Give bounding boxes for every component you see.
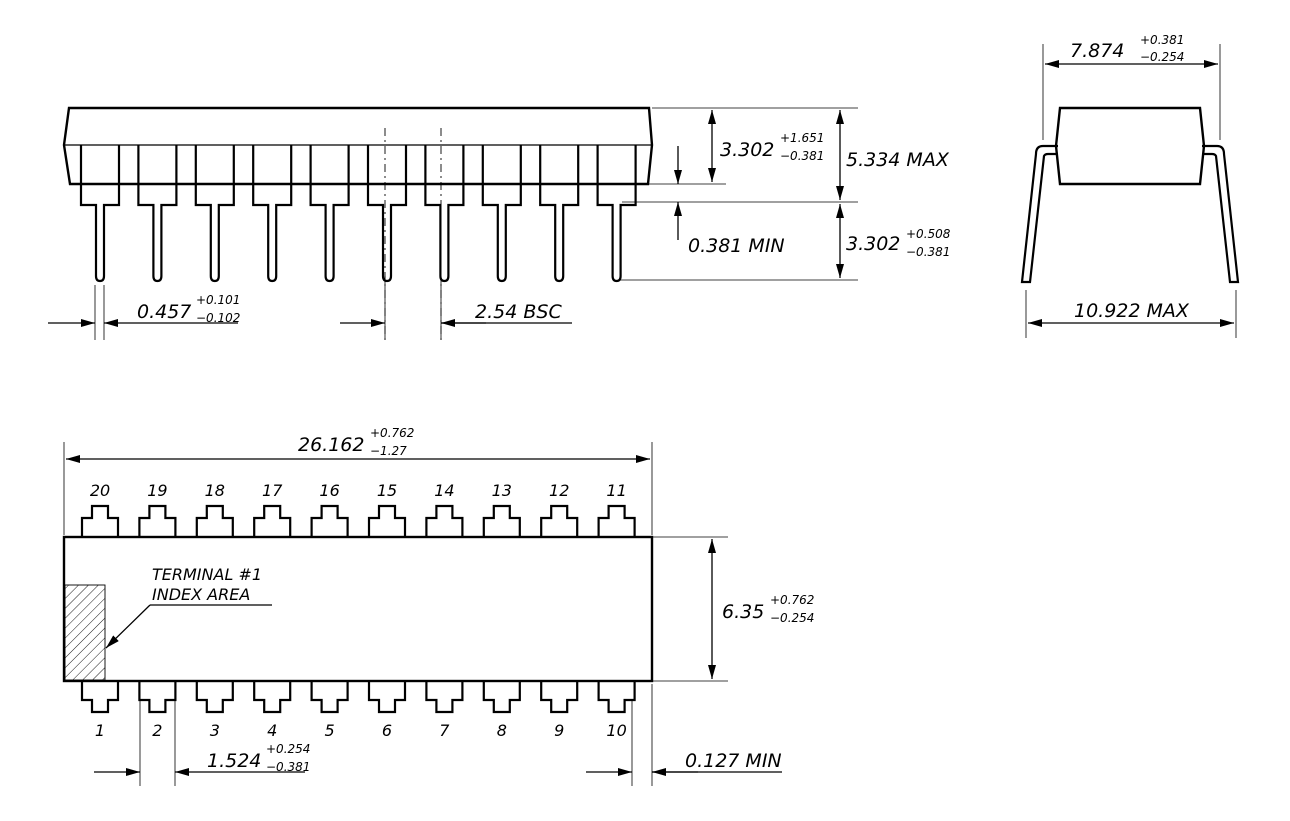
side-lead (309, 145, 350, 283)
row-spacing-minus: −0.254 (1140, 50, 1184, 64)
top-pin-tab (80, 504, 120, 537)
lead-width-minus: −0.102 (196, 311, 240, 325)
end-lead-left (1020, 144, 1058, 284)
top-pin-tab (425, 504, 464, 537)
length-value: 26.162 (298, 434, 364, 456)
top-pin-tab (482, 504, 521, 537)
bottom-pin-number: 1 (95, 721, 105, 740)
top-body (62, 535, 654, 683)
row-spacing-plus: +0.381 (1140, 33, 1184, 47)
side-body (62, 106, 654, 186)
top-pin-tab (310, 504, 349, 537)
bottom-pin-tab (540, 681, 579, 714)
bottom-pin-number: 7 (439, 721, 450, 740)
bottom-pin-number: 10 (606, 721, 626, 740)
body-height-minus: −0.381 (780, 149, 824, 163)
bottom-pin-tab (597, 681, 636, 714)
bottom-pin-tabs (80, 681, 636, 714)
row-spacing-value: 7.874 (1070, 40, 1124, 62)
top-pin-number: 18 (205, 481, 225, 500)
top-pin-tab (367, 504, 407, 537)
top-pin-number: 16 (319, 481, 339, 500)
side-view: 2.54 BSC 0.457 +0.101 −0.102 3.302 +1.65… (48, 106, 951, 340)
lead-width-plus: +0.101 (196, 293, 240, 307)
overall-width-label: 10.922 MAX (1074, 300, 1190, 322)
bottom-pin-tab (367, 681, 407, 714)
body-height-plus: +1.651 (780, 131, 824, 145)
width-value: 6.35 (722, 601, 764, 623)
side-lead (366, 145, 408, 283)
top-pin-number: 11 (606, 481, 626, 500)
seat-plane-label: 0.381 MIN (688, 235, 785, 257)
top-pin-number: 15 (377, 481, 397, 500)
length-minus: −1.27 (370, 444, 407, 458)
end-view: 7.874 +0.381 −0.254 10.922 MAX (1020, 33, 1240, 338)
width-plus: +0.762 (770, 593, 814, 607)
bottom-pin-tab (195, 681, 234, 714)
lead-length-plus: +0.508 (906, 227, 951, 241)
width-minus: −0.254 (770, 611, 814, 625)
end-body (1054, 106, 1206, 186)
side-lead (194, 145, 235, 283)
end-lead-right (1202, 144, 1240, 284)
side-lead (137, 145, 178, 283)
lead-width-value: 0.457 (137, 301, 191, 323)
bottom-pin-number: 2 (152, 721, 162, 740)
bottom-pin-number: 6 (382, 721, 392, 740)
bottom-pin-number: 5 (325, 721, 335, 740)
top-pin-number: 20 (90, 481, 110, 500)
top-pin-number: 13 (492, 481, 512, 500)
top-pin-number: 19 (147, 481, 167, 500)
overall-height-label: 5.334 MAX (846, 149, 950, 171)
bottom-pin-tab (310, 681, 349, 714)
lead-length-minus: −0.381 (906, 245, 950, 259)
side-lead (481, 145, 522, 283)
index-leader-arrow (105, 604, 151, 649)
shoulder-value: 1.524 (207, 750, 261, 772)
top-pin-tab (540, 504, 579, 537)
side-lead (596, 145, 637, 283)
pitch-label: 2.54 BSC (475, 301, 562, 323)
bottom-pin-number: 4 (267, 721, 277, 740)
index-label-line1: TERMINAL #1 (152, 565, 262, 584)
side-leads-front (79, 145, 637, 283)
length-plus: +0.762 (370, 426, 414, 440)
top-pin-tab (138, 504, 177, 537)
top-pin-tabs (80, 504, 636, 537)
lead-length-value: 3.302 (846, 233, 900, 255)
side-lead (539, 145, 580, 283)
bottom-pin-tab (425, 681, 464, 714)
bottom-pin-labels: 1 2 3 4 5 6 7 8 9 10 (95, 721, 627, 740)
top-pin-tab (195, 504, 234, 537)
end-clearance-label: 0.127 MIN (685, 750, 782, 772)
side-lead (252, 145, 293, 283)
bottom-pin-tab (482, 681, 521, 714)
index-area-hatch (64, 584, 106, 681)
top-pin-tab (253, 504, 292, 537)
side-lead (79, 145, 121, 283)
shoulder-plus: +0.254 (266, 742, 310, 756)
body-height-value: 3.302 (720, 139, 774, 161)
bottom-pin-tab (80, 681, 120, 714)
index-label-line2: INDEX AREA (152, 585, 250, 604)
bottom-pin-number: 3 (210, 721, 220, 740)
shoulder-minus: −0.381 (266, 760, 310, 774)
top-pin-labels: 20 19 18 17 16 15 14 13 12 11 (90, 481, 627, 500)
top-pin-number: 14 (434, 481, 454, 500)
bottom-pin-number: 9 (554, 721, 564, 740)
top-pin-tab (597, 504, 636, 537)
bottom-pin-number: 8 (497, 721, 507, 740)
bottom-pin-tab (253, 681, 292, 714)
side-lead (424, 145, 465, 283)
bottom-pin-tab (138, 681, 177, 714)
top-pin-number: 17 (262, 481, 283, 500)
top-pin-number: 12 (549, 481, 569, 500)
